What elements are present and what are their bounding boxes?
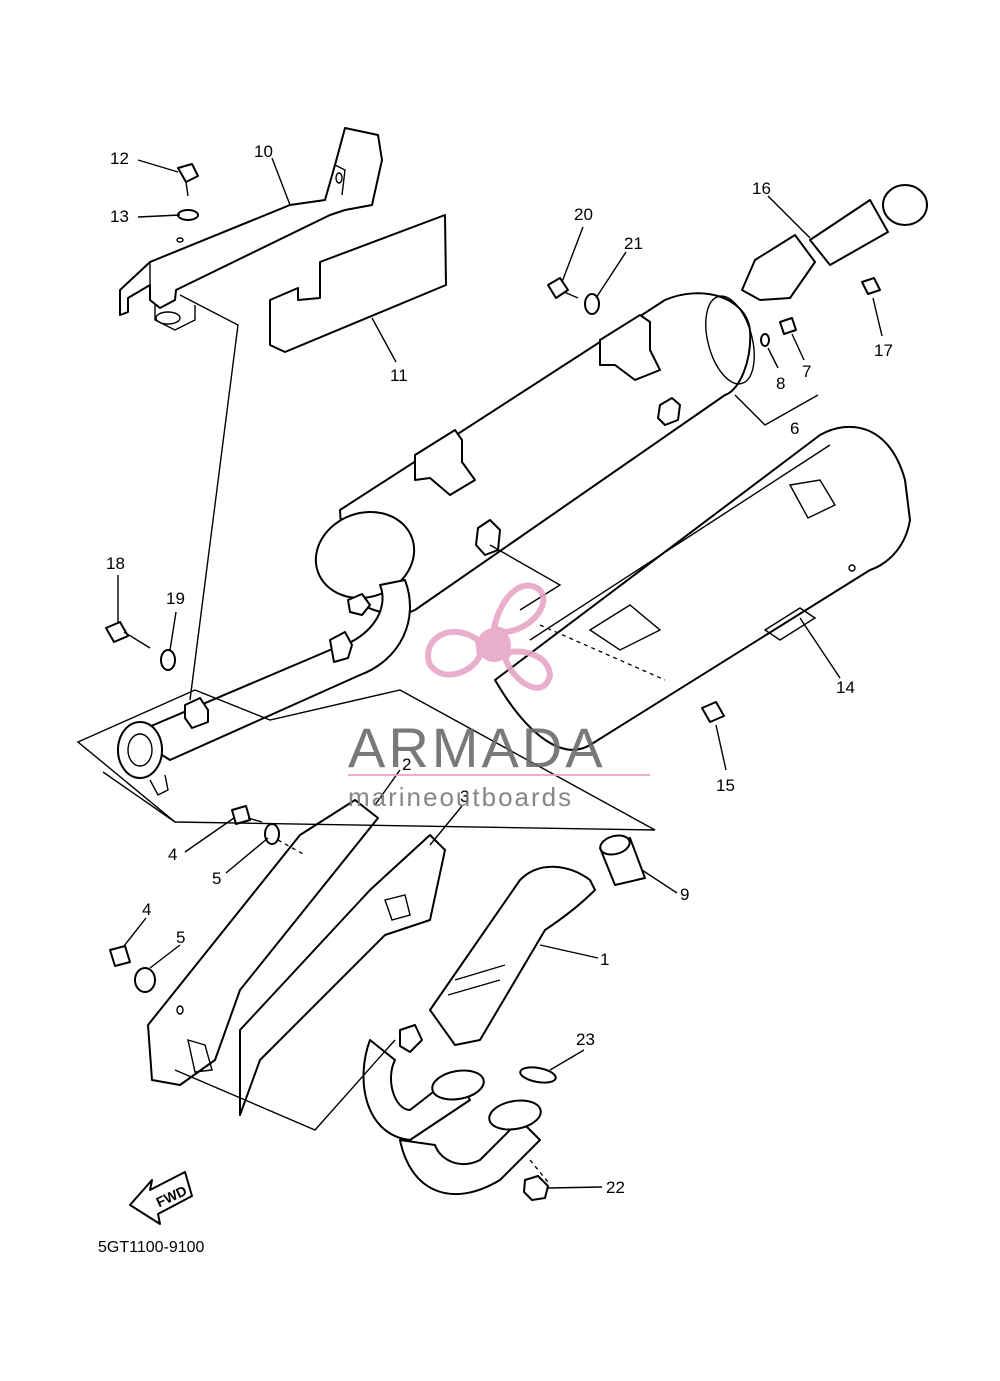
callout-23: 23 [576,1030,595,1049]
watermark: ARMADA marineoutboards [348,582,650,812]
callout-17: 17 [874,341,893,360]
callout-6: 6 [790,419,799,438]
part-11-heat-plate [269,214,447,353]
part-9-gasket [599,834,646,886]
callout-20: 20 [574,205,593,224]
part-2-heat-shield [147,799,379,1086]
part-14-cover [494,425,911,751]
callout-10: 10 [254,142,273,161]
callout-18: 18 [106,554,125,573]
part-10-bracket [119,127,383,331]
callout-8: 8 [776,374,785,393]
callout-21: 21 [624,234,643,253]
callout-11: 11 [390,366,408,385]
assembly-outlines [76,294,819,1183]
callout-1: 1 [600,950,609,969]
callout-5a: 5 [212,869,221,888]
callout-22: 22 [606,1178,625,1197]
fasteners [105,163,881,993]
part-3-guard [239,834,446,1116]
callout-14: 14 [836,678,855,697]
callout-7: 7 [802,362,811,381]
part-16-tail-tip [741,184,928,301]
callout-9: 9 [680,885,689,904]
watermark-brand: ARMADA [348,716,606,779]
watermark-tagline: marineoutboards [348,782,573,812]
armada-logo-icon [425,582,554,691]
callouts: 12 10 13 11 20 21 16 17 7 8 6 18 19 14 1… [106,142,893,1197]
part-1-exhaust-pipe [362,865,596,1196]
part-22-nut [523,1175,549,1201]
callout-19: 19 [166,589,185,608]
callout-12: 12 [110,149,129,168]
forward-arrow-icon: FWD [129,1171,193,1225]
callout-15: 15 [716,776,735,795]
muffler-body [314,292,755,615]
callout-3: 3 [460,787,469,806]
callout-4a: 4 [168,845,177,864]
leader-lines [117,157,883,1189]
part-23-gasket [519,1066,557,1084]
callout-5b: 5 [176,928,185,947]
callout-13: 13 [110,207,129,226]
link-pipe [117,579,411,796]
callout-16: 16 [752,179,771,198]
callout-2: 2 [402,755,411,774]
callout-4b: 4 [142,900,151,919]
diagram-code: 5GT1100-9100 [98,1239,205,1256]
